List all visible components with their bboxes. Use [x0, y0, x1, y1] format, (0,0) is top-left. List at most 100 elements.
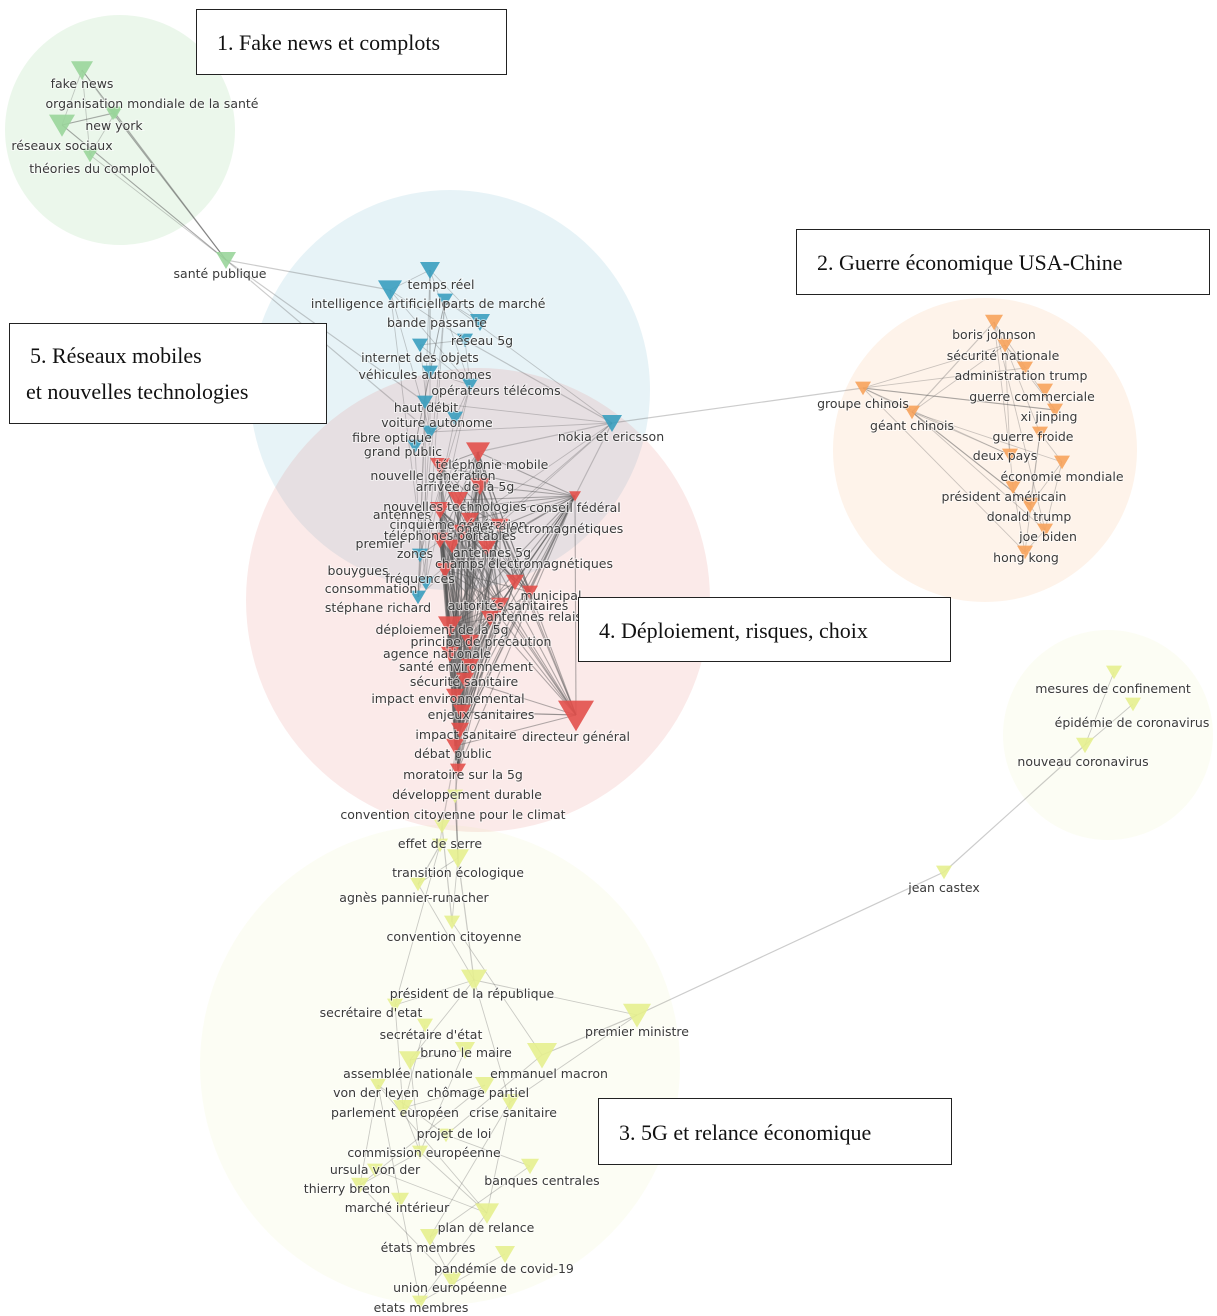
edge-c3 — [409, 1059, 421, 1153]
node-label: principe de précaution — [411, 634, 552, 649]
edge-c4 — [449, 545, 453, 627]
node-marker — [399, 1051, 421, 1070]
node-label: commission européenne — [347, 1145, 501, 1160]
node-label: états membres — [381, 1240, 476, 1255]
edge-bridge — [541, 1014, 638, 1056]
node-label: marché intérieur — [345, 1200, 450, 1215]
node-marker — [997, 338, 1013, 353]
edge-c4 — [439, 465, 501, 527]
node-marker — [461, 512, 479, 529]
edge-c4 — [454, 591, 531, 747]
edge-c4 — [461, 495, 576, 713]
edge-c4 — [457, 665, 471, 771]
node-label: premier ministre — [585, 1024, 689, 1039]
edge-c2 — [1004, 344, 1056, 411]
cluster-title-3-text: 3. 5G et relance économique — [619, 1120, 872, 1145]
node-label: sécurité sanitaire — [410, 674, 519, 689]
edge-c3 — [394, 1004, 404, 1109]
edge-c4 — [479, 485, 576, 497]
edge-c5 — [429, 422, 613, 433]
cluster-bubble-c4-2 — [246, 368, 710, 832]
node-marker — [447, 411, 463, 426]
edge-c4 — [489, 495, 576, 619]
node-label: nouvelles technologies — [383, 499, 526, 514]
edge-c4 — [457, 604, 501, 771]
edge-c3 — [445, 1054, 543, 1136]
node-label: directeur général — [522, 729, 630, 744]
node-label: projet de loi — [417, 1126, 492, 1141]
node-marker — [462, 378, 478, 393]
node-label: santé environnement — [399, 659, 533, 674]
cluster-title-4-text: 4. Déploiement, risques, choix — [599, 618, 868, 643]
edge-c5 — [429, 269, 481, 323]
node-marker — [855, 381, 871, 396]
node-label: xi jinping — [1021, 409, 1078, 424]
edge-c1 — [81, 69, 91, 156]
node-label: haut débit — [394, 400, 458, 415]
edge-c2 — [862, 387, 1056, 411]
node-marker — [407, 439, 423, 454]
edge-c4 — [469, 519, 491, 619]
node-label: assemblée nationale — [343, 1066, 473, 1081]
node-label: administration trump — [955, 368, 1088, 383]
node-marker — [470, 314, 490, 331]
edge-c4 — [477, 451, 576, 497]
node-marker — [410, 877, 426, 892]
edge-c4 — [499, 525, 531, 593]
node-label: voiture autonome — [381, 415, 493, 430]
node-label: réseau 5g — [451, 333, 513, 348]
node-label: banques centrales — [484, 1173, 599, 1188]
cluster-title-2-text: 2. Guerre économique USA-Chine — [817, 250, 1123, 275]
edge-c3 — [399, 1199, 421, 1303]
node-marker — [367, 1163, 383, 1178]
edge-c4 — [439, 465, 491, 619]
edge-c3 — [509, 1014, 638, 1103]
edge-c3 — [359, 1084, 379, 1186]
edge-bridge — [225, 259, 391, 291]
node-label: agnès pannier-runacher — [339, 890, 489, 905]
node-label: convention citoyenne — [387, 929, 522, 944]
cluster-bubble-c5-1 — [250, 190, 650, 590]
edge-c2 — [911, 411, 1011, 456]
edge-c4 — [449, 495, 576, 627]
node-label: conseil fédéral — [529, 500, 621, 515]
node-marker — [904, 405, 920, 420]
edge-c3 — [409, 979, 475, 1061]
edge-c4 — [477, 451, 501, 606]
node-marker — [1037, 383, 1053, 398]
node-marker — [522, 585, 538, 600]
node-label: guerre commerciale — [969, 389, 1095, 404]
edge-bridge — [61, 124, 227, 261]
node-label: santé publique — [174, 266, 267, 281]
node-marker — [623, 1003, 651, 1028]
edge-c1 — [81, 69, 227, 261]
edge-c1 — [89, 154, 227, 261]
edge-c4 — [439, 465, 531, 593]
node-marker — [391, 1192, 409, 1209]
edge-c5 — [424, 401, 613, 424]
edge-c4 — [451, 495, 576, 547]
edge-c4 — [439, 525, 501, 541]
edge-bridge — [457, 857, 475, 981]
edge-bridge — [862, 387, 913, 413]
edge-c5 — [419, 269, 431, 556]
edge-c4 — [461, 617, 491, 713]
edge-c2 — [911, 411, 1063, 463]
edge-c4 — [499, 604, 577, 716]
node-marker — [521, 1158, 539, 1175]
edge-c5 — [419, 344, 471, 386]
edge-c4 — [451, 545, 501, 606]
edge-bridge — [464, 339, 613, 424]
node-marker — [457, 333, 473, 348]
edge-c4 — [479, 485, 531, 593]
edge-c4 — [439, 465, 501, 606]
edge-c4 — [439, 451, 479, 511]
node-marker — [448, 492, 468, 509]
edge-c3 — [429, 1101, 511, 1238]
node-label: économie mondiale — [1000, 469, 1123, 484]
node-label: secrétaire d'état — [380, 1027, 483, 1042]
node-marker — [378, 280, 402, 301]
edge-c5 — [414, 445, 421, 556]
node-label: réseaux sociaux — [11, 138, 112, 153]
edge-c4 — [454, 617, 491, 697]
